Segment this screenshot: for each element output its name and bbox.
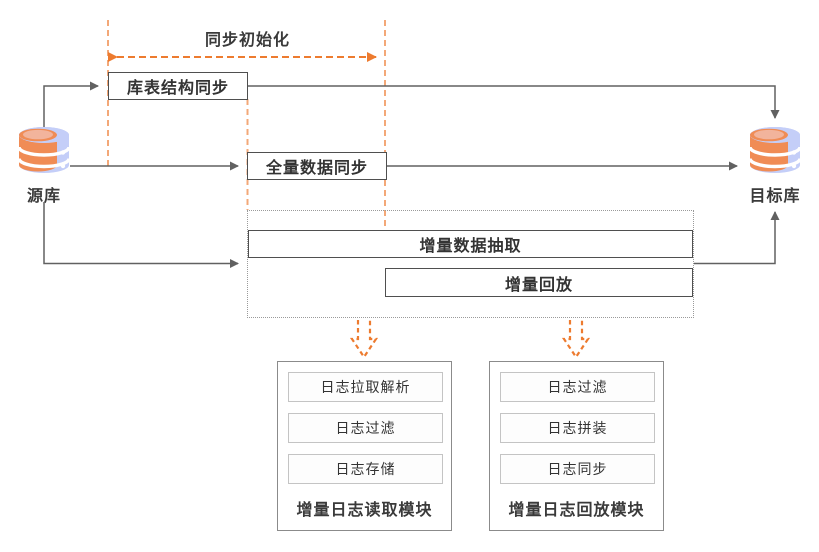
log-replayer-item-assemble: 日志拼装 (500, 413, 655, 443)
log-replayer-item-filter: 日志过滤 (500, 372, 655, 402)
arrow-schema-sync-to-target (248, 85, 780, 119)
arrow-incremental-to-target (694, 211, 780, 265)
log-reader-item-filter: 日志过滤 (288, 413, 443, 443)
source-database-icon (16, 125, 72, 175)
arrow-source-to-incremental (43, 202, 239, 268)
incremental-replay-box: 增量回放 (385, 268, 693, 297)
log-replayer-item-sync: 日志同步 (500, 454, 655, 484)
down-arrow-icon-right (561, 320, 591, 359)
schema-sync-box: 库表结构同步 (108, 72, 248, 100)
phase-label: 同步初始化 (204, 32, 290, 49)
incremental-extract-box: 增量数据抽取 (248, 230, 693, 258)
log-reader-item-store: 日志存储 (288, 454, 443, 484)
log-reader-module: 日志拉取解析 日志过滤 日志存储 增量日志读取模块 (277, 361, 452, 531)
arrow-source-to-schema-sync (43, 81, 99, 128)
target-database-icon (747, 125, 803, 175)
full-sync-box: 全量数据同步 (247, 152, 387, 180)
source-database-label: 源库 (26, 188, 61, 205)
log-reader-item-pull-parse: 日志拉取解析 (288, 372, 443, 402)
log-replayer-module: 日志过滤 日志拼装 日志同步 增量日志回放模块 (489, 361, 664, 531)
down-arrow-icon-left (349, 320, 379, 359)
target-database-label: 目标库 (749, 188, 801, 205)
log-replayer-module-title: 增量日志回放模块 (508, 502, 645, 519)
incremental-stage-container (247, 210, 694, 318)
log-reader-module-title: 增量日志读取模块 (296, 502, 433, 519)
